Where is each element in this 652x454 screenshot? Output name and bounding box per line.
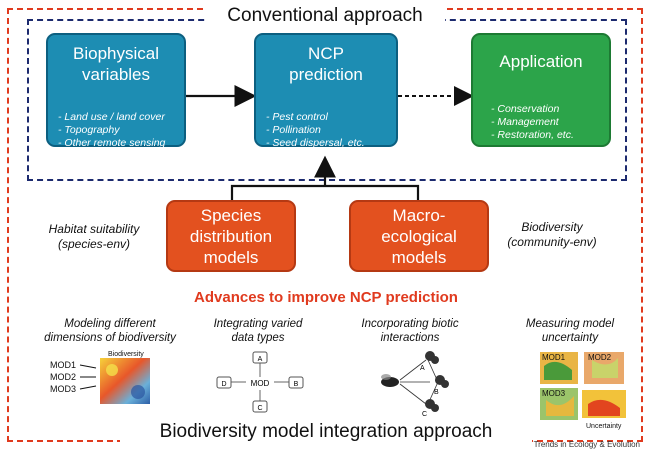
ncp-prediction-box: NCP prediction - Pest control - Pollinat…	[254, 33, 398, 149]
biophysical-item: - Topography	[58, 124, 120, 136]
ncp-item: - Pollination	[266, 124, 321, 136]
ncp-title-line1: NCP	[308, 44, 344, 63]
data-types-illustration: A B C D MOD	[216, 351, 304, 413]
unc-result-label: Uncertainty	[586, 423, 622, 430]
biodiversity-line1: Biodiversity	[521, 220, 583, 234]
macro-line1: Macro-	[392, 206, 446, 225]
sdm-line1: Species	[200, 206, 262, 225]
journal-credit: Trends in Ecology & Evolution	[533, 440, 640, 449]
application-item: - Restoration, etc.	[491, 129, 574, 141]
dim-mod3: MOD3	[50, 384, 76, 394]
panel-biotic-line1: Incorporating biotic	[361, 318, 459, 330]
panel-biotic-title: Incorporating biotic interactions	[340, 317, 480, 345]
application-item: - Conservation	[491, 103, 560, 115]
application-item: - Management	[491, 116, 559, 128]
sdm-line2: distribution	[189, 227, 273, 246]
habitat-suitability-label: Habitat suitability (species-env)	[34, 222, 154, 252]
biophysical-title-line1: Biophysical	[73, 44, 159, 63]
conventional-approach-title: Conventional approach	[205, 4, 445, 28]
biotic-node-b: B	[434, 389, 439, 396]
biophysical-title-line2: variables	[81, 65, 151, 84]
biophysical-item: - Other remote sensing	[58, 137, 166, 149]
ncp-title-line2: prediction	[289, 65, 363, 84]
node-a: A	[258, 356, 263, 363]
macro-line2: ecological	[381, 227, 457, 246]
mod-center: MOD	[251, 379, 270, 388]
ncp-item: - Pest control	[266, 111, 328, 123]
advances-heading: Advances to improve NCP prediction	[194, 289, 458, 306]
application-box: Application - Conservation - Management …	[471, 33, 611, 147]
panel-uncertainty-title: Measuring model uncertainty	[505, 317, 635, 345]
habitat-line1: Habitat suitability	[48, 222, 140, 236]
panel-datatypes-title: Integrating varied data types	[188, 317, 328, 345]
node-c: C	[257, 405, 262, 412]
sdm-line3: models	[203, 248, 259, 267]
integration-approach-title: Biodiversity model integration approach	[120, 420, 532, 444]
uncertainty-illustration: MOD1 MOD2 MOD3 Uncertainty	[540, 352, 626, 430]
models-connector	[230, 184, 420, 200]
biodiversity-line2: (community-env)	[507, 235, 597, 249]
node-d: D	[221, 381, 226, 388]
unc-mod3: MOD3	[542, 389, 566, 398]
biophysical-item: - Land use / land cover	[58, 111, 165, 123]
dim-mod2: MOD2	[50, 372, 76, 382]
biotic-illustration: A B C	[381, 351, 449, 418]
macro-line3: models	[391, 248, 447, 267]
panel-uncertainty-line2: uncertainty	[541, 332, 599, 344]
macroecological-models-box: Macro- ecological models	[349, 200, 489, 272]
panel-datatypes-line2: data types	[231, 332, 285, 344]
unc-mod2: MOD2	[588, 353, 612, 362]
application-title: Application	[499, 52, 583, 71]
dimensions-illustration: MOD1 MOD2 MOD3 Biodiversity	[50, 351, 150, 404]
panel-datatypes-line1: Integrating varied	[213, 318, 303, 330]
dim-map-label: Biodiversity	[108, 351, 144, 358]
panel-dimensions-line1: Modeling different	[64, 318, 156, 330]
panel-biotic-line2: interactions	[380, 332, 440, 344]
biotic-node-c: C	[422, 411, 427, 418]
unc-mod1: MOD1	[542, 353, 566, 362]
habitat-line2: (species-env)	[57, 237, 131, 251]
dim-mod1: MOD1	[50, 360, 76, 370]
biophysical-variables-box: Biophysical variables - Land use / land …	[46, 33, 186, 149]
node-b: B	[294, 381, 299, 388]
panel-dimensions-line2: dimensions of biodiversity	[44, 332, 176, 344]
biodiversity-label: Biodiversity (community-env)	[490, 220, 614, 250]
panel-dimensions-title: Modeling different dimensions of biodive…	[30, 317, 190, 345]
ncp-item: - Seed dispersal, etc.	[266, 137, 365, 149]
biotic-node-a: A	[420, 365, 425, 372]
species-distribution-models-box: Species distribution models	[166, 200, 296, 272]
panel-uncertainty-line1: Measuring model	[525, 318, 615, 330]
